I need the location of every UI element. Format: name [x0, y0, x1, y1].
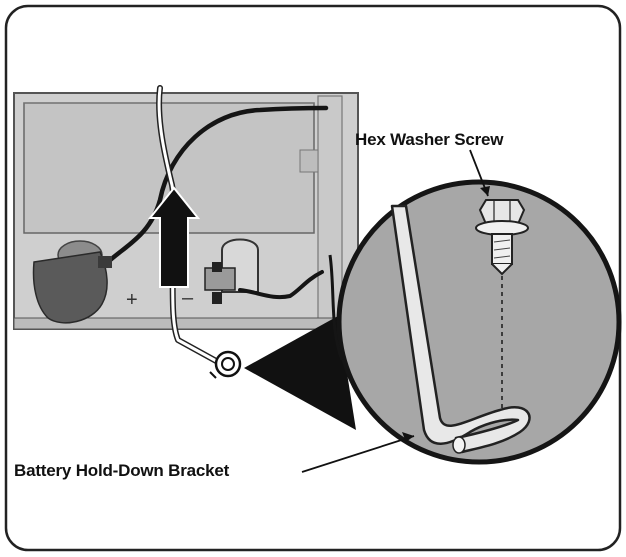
terminal-cap — [32, 251, 108, 324]
zoomed-bracket — [390, 204, 531, 454]
battery-cable — [105, 105, 329, 265]
positive-sign: + — [126, 289, 138, 311]
direction-arrow — [147, 186, 201, 288]
hex-washer-screw-icon — [475, 199, 529, 276]
magnifier-pointer — [244, 316, 356, 430]
callout-hex-washer-screw: Hex Washer Screw — [355, 130, 504, 149]
negative-terminal: – — [182, 238, 324, 309]
leader-line-bracket — [301, 435, 415, 473]
positive-terminal: + — [32, 240, 138, 324]
battery-side-rail — [317, 95, 343, 323]
bracket-nut — [209, 350, 242, 379]
callout-battery-hold-down-bracket: Battery Hold-Down Bracket — [14, 461, 230, 480]
negative-sign: – — [182, 287, 194, 309]
